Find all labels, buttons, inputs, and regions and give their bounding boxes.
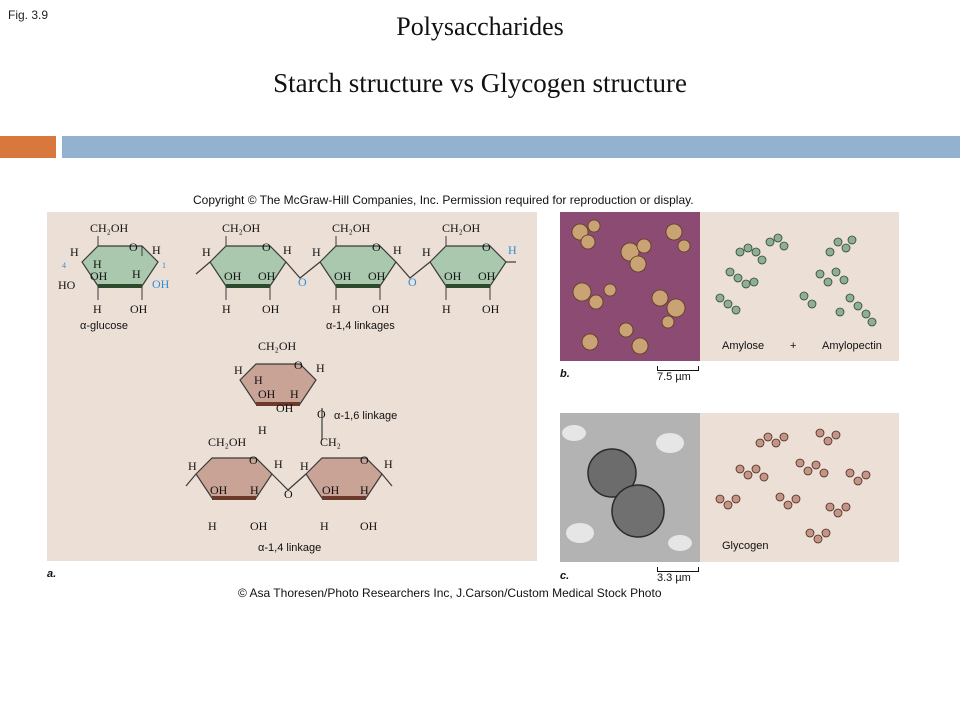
- g2-oh1: OH: [322, 483, 340, 497]
- r2-oh2: OH: [368, 269, 386, 283]
- r1-oh3: OH: [262, 302, 280, 316]
- g1-o: O: [249, 453, 258, 467]
- panel-b-background: [700, 212, 899, 361]
- r1-oh1: OH: [224, 269, 242, 283]
- slide-subtitle: Starch structure vs Glycogen structure: [273, 68, 687, 98]
- r2-o: O: [372, 240, 381, 254]
- g2-oh2: OH: [360, 519, 378, 533]
- fig-label: Fig. 3.9: [8, 8, 49, 22]
- panel-b-letter: b.: [560, 368, 570, 380]
- glucose-num1: 1: [162, 261, 166, 270]
- photo-credit: © Asa Thoresen/Photo Researchers Inc, J.…: [238, 586, 662, 600]
- glucose-h5: H: [93, 302, 102, 316]
- branch-oh1: OH: [258, 387, 276, 401]
- r3-ch2oh: CH₂OH: [442, 221, 481, 235]
- glycogen-ring-2: [305, 457, 383, 500]
- panel-c-letter: c.: [560, 570, 570, 582]
- g-link-o: O: [284, 487, 293, 501]
- glucose-h4: H: [132, 267, 141, 281]
- amylopectin-label: Amylopectin: [822, 340, 882, 352]
- g2-h2: H: [384, 457, 393, 471]
- panel-a-letter: a.: [47, 568, 57, 580]
- link-o1: O: [298, 275, 307, 289]
- g1-h2: H: [274, 457, 283, 471]
- branch-ring: [239, 363, 317, 406]
- alpha-glucose-label: α-glucose: [80, 320, 128, 332]
- g1-ch2oh: CH₂OH: [208, 435, 247, 449]
- g2-ch2: CH₂: [320, 435, 341, 449]
- scale-label-c: 3.3 µm: [657, 572, 691, 584]
- branch-o6: O: [317, 407, 326, 421]
- glucose-oh2: OH: [152, 277, 170, 291]
- branch-oh2: OH: [276, 401, 294, 415]
- scale-bar-c: [657, 567, 699, 572]
- g2-h1: H: [300, 459, 309, 473]
- scale-label-b: 7.5 µm: [657, 371, 691, 383]
- copyright-notice: Copyright © The McGraw-Hill Companies, I…: [193, 193, 694, 207]
- link-o2: O: [408, 275, 417, 289]
- r3-oh2: OH: [478, 269, 496, 283]
- g2-h3: H: [360, 483, 369, 497]
- glucose-h2: H: [152, 243, 161, 257]
- r1-h1: H: [202, 245, 211, 259]
- glucose-oh1: OH: [90, 269, 108, 283]
- linkage-14-bottom-label: α-1,4 linkage: [258, 542, 322, 554]
- glucose-o: O: [129, 240, 138, 254]
- glucose-ch2oh: CH₂OH: [90, 221, 129, 235]
- g1-h1: H: [188, 459, 197, 473]
- branch-h5: H: [258, 423, 267, 437]
- branch-ch2oh: CH₂OH: [258, 339, 297, 353]
- r1-oh2: OH: [258, 269, 276, 283]
- panel-c-background: [700, 413, 899, 562]
- branch-h4: H: [290, 387, 299, 401]
- r2-oh3: OH: [372, 302, 390, 316]
- r3-h2: H: [508, 243, 517, 257]
- branch-o: O: [294, 358, 303, 372]
- g1-oh2: OH: [250, 519, 268, 533]
- linkage-16-label: α-1,6 linkage: [334, 410, 398, 422]
- r1-o: O: [262, 240, 271, 254]
- linkages-14-label: α-1,4 linkages: [326, 320, 395, 332]
- g2-h4: H: [320, 519, 329, 533]
- glucose-oh3: OH: [130, 302, 148, 316]
- r1-ch2oh: CH₂OH: [222, 221, 261, 235]
- r3-h1: H: [422, 245, 431, 259]
- slide-title: Polysaccharides: [396, 12, 564, 41]
- branch-h2: H: [316, 361, 325, 375]
- glucose-num4: 4: [62, 261, 66, 270]
- r2-oh1: OH: [334, 269, 352, 283]
- g1-h3: H: [250, 483, 259, 497]
- r3-oh3: OH: [482, 302, 500, 316]
- plus-label: +: [790, 340, 797, 352]
- r2-h2: H: [393, 243, 402, 257]
- r3-h3: H: [442, 302, 451, 316]
- glycogen-label: Glycogen: [722, 540, 769, 552]
- glucose-h1: H: [70, 245, 79, 259]
- g1-h4: H: [208, 519, 217, 533]
- glycogen-ring-1: [195, 457, 273, 500]
- glucose-ho: HO: [58, 278, 76, 292]
- branch-h3: H: [254, 373, 263, 387]
- r3-o: O: [482, 240, 491, 254]
- accent-bar-blue: [62, 136, 960, 158]
- r1-h2: H: [283, 243, 292, 257]
- r2-ch2oh: CH₂OH: [332, 221, 371, 235]
- glucose-h3: H: [93, 257, 102, 271]
- amylose-label: Amylose: [722, 340, 765, 352]
- g2-o: O: [360, 453, 369, 467]
- starch-micrograph: [560, 212, 700, 361]
- accent-bar-orange: [0, 136, 56, 158]
- r1-h3: H: [222, 302, 231, 316]
- scale-bar-b: [657, 366, 699, 371]
- g1-oh1: OH: [210, 483, 228, 497]
- r2-h3: H: [332, 302, 341, 316]
- glycogen-micrograph: [560, 413, 700, 562]
- r2-h1: H: [312, 245, 321, 259]
- branch-h1: H: [234, 363, 243, 377]
- r3-oh1: OH: [444, 269, 462, 283]
